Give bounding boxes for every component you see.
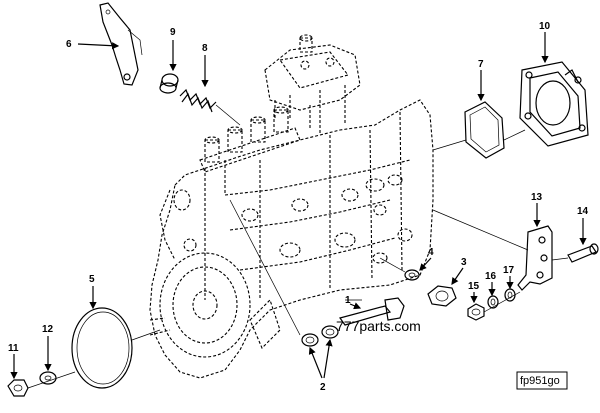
part-9-collar: [159, 73, 179, 94]
callout-4: 4: [428, 247, 434, 258]
part-17-washer: [483, 288, 521, 313]
part-2-washers: [229, 199, 339, 347]
callout-15: 15: [468, 281, 480, 292]
part-3-plug: [427, 285, 457, 307]
callout-8: 8: [202, 43, 208, 54]
part-1-bolt: [339, 297, 405, 326]
injection-pump-body: [149, 34, 434, 379]
callout-14: 14: [577, 206, 589, 217]
part-15-nut: [467, 303, 485, 321]
part-5-cover-disc: [71, 307, 161, 389]
callout-6: 6: [66, 39, 72, 50]
callout-16: 16: [485, 271, 497, 282]
callout-2: 2: [320, 382, 326, 393]
watermark-text: 777parts.com: [336, 318, 421, 334]
part-8-spring: [179, 88, 241, 126]
callout-5: 5: [89, 274, 95, 285]
callout-17: 17: [503, 265, 515, 276]
part-12-washer: [39, 371, 57, 385]
callout-12: 12: [42, 324, 54, 335]
part-7-gasket: [432, 101, 526, 159]
part-6-bracket: [99, 2, 143, 86]
callout-3: 3: [461, 257, 467, 268]
callout-13: 13: [531, 192, 543, 203]
part-16-washer: [487, 295, 499, 309]
part-14-bolt: [551, 243, 599, 263]
callout-9: 9: [170, 27, 176, 38]
part-4-washer: [379, 257, 420, 281]
part-10-cover-plate: [519, 61, 589, 147]
callout-11: 11: [8, 343, 19, 354]
part-13-bracket: [432, 209, 553, 291]
callout-labels: 6 9 8 10 7 13 14 4 3 5 12 11 15 16 17 1 …: [8, 21, 589, 393]
figure-code: fp951go: [520, 375, 560, 387]
callout-1: 1: [345, 295, 351, 306]
callout-arrows: [10, 32, 587, 380]
figure-code-box: fp951go: [516, 371, 568, 390]
part-11-nut: [7, 371, 76, 397]
callout-7: 7: [478, 59, 484, 70]
callout-10: 10: [539, 21, 551, 32]
